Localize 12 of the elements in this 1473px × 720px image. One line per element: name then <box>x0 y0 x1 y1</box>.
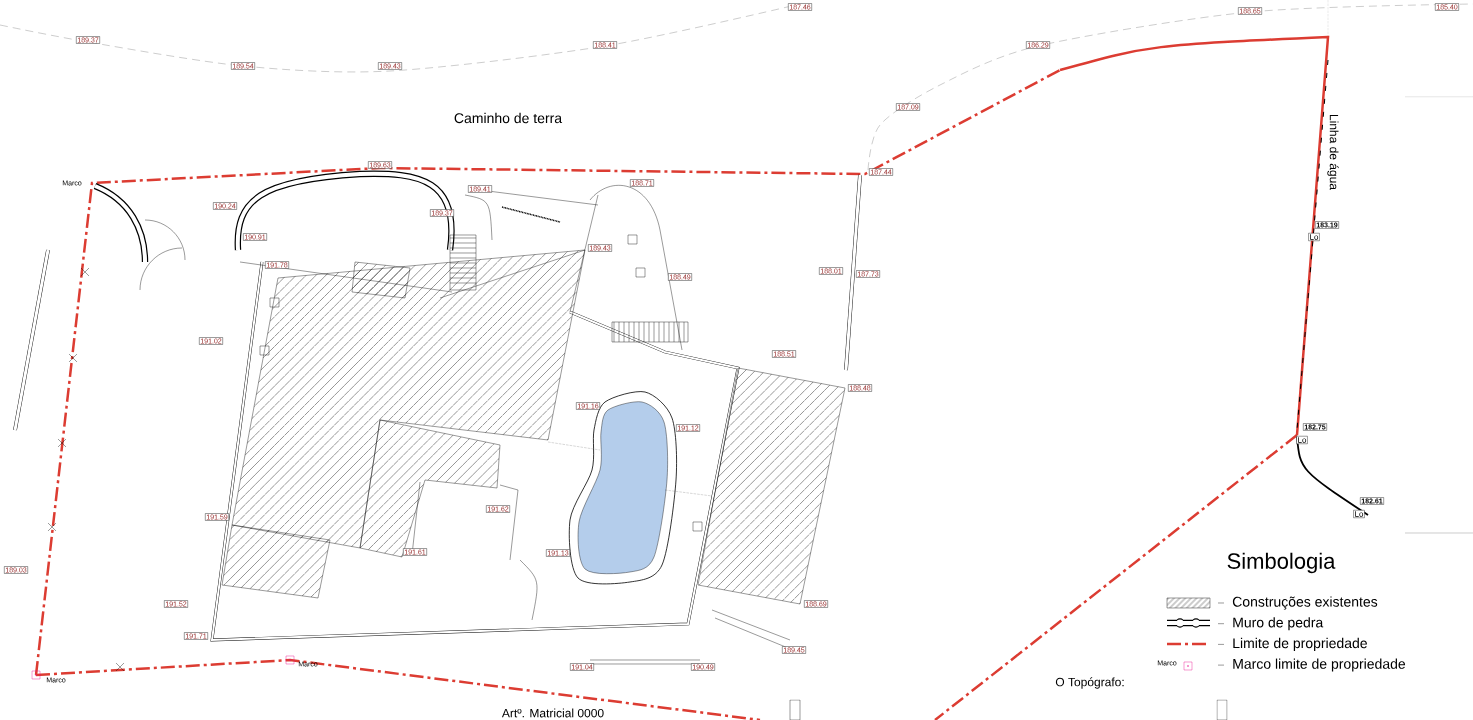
road-label: Caminho de terra <box>454 112 563 124</box>
legend-title: Simbologia <box>1227 552 1336 574</box>
note-text: Artº. Matricial 0000 <box>501 708 604 718</box>
note-text: O Topógrafo: <box>1055 677 1124 689</box>
point-code-label: Lo <box>1308 233 1320 241</box>
stream-label: Linha de água <box>1327 114 1339 190</box>
legend-label: Muro de pedra <box>1233 617 1324 631</box>
point-code-label: Lo <box>1353 510 1365 518</box>
legend-label: Limite de propriedade <box>1233 637 1367 651</box>
legend-label: Marco limite de propriedade <box>1233 658 1406 672</box>
legend-label: Construções existentes <box>1232 596 1378 610</box>
point-code-label: Lo <box>1296 436 1308 444</box>
